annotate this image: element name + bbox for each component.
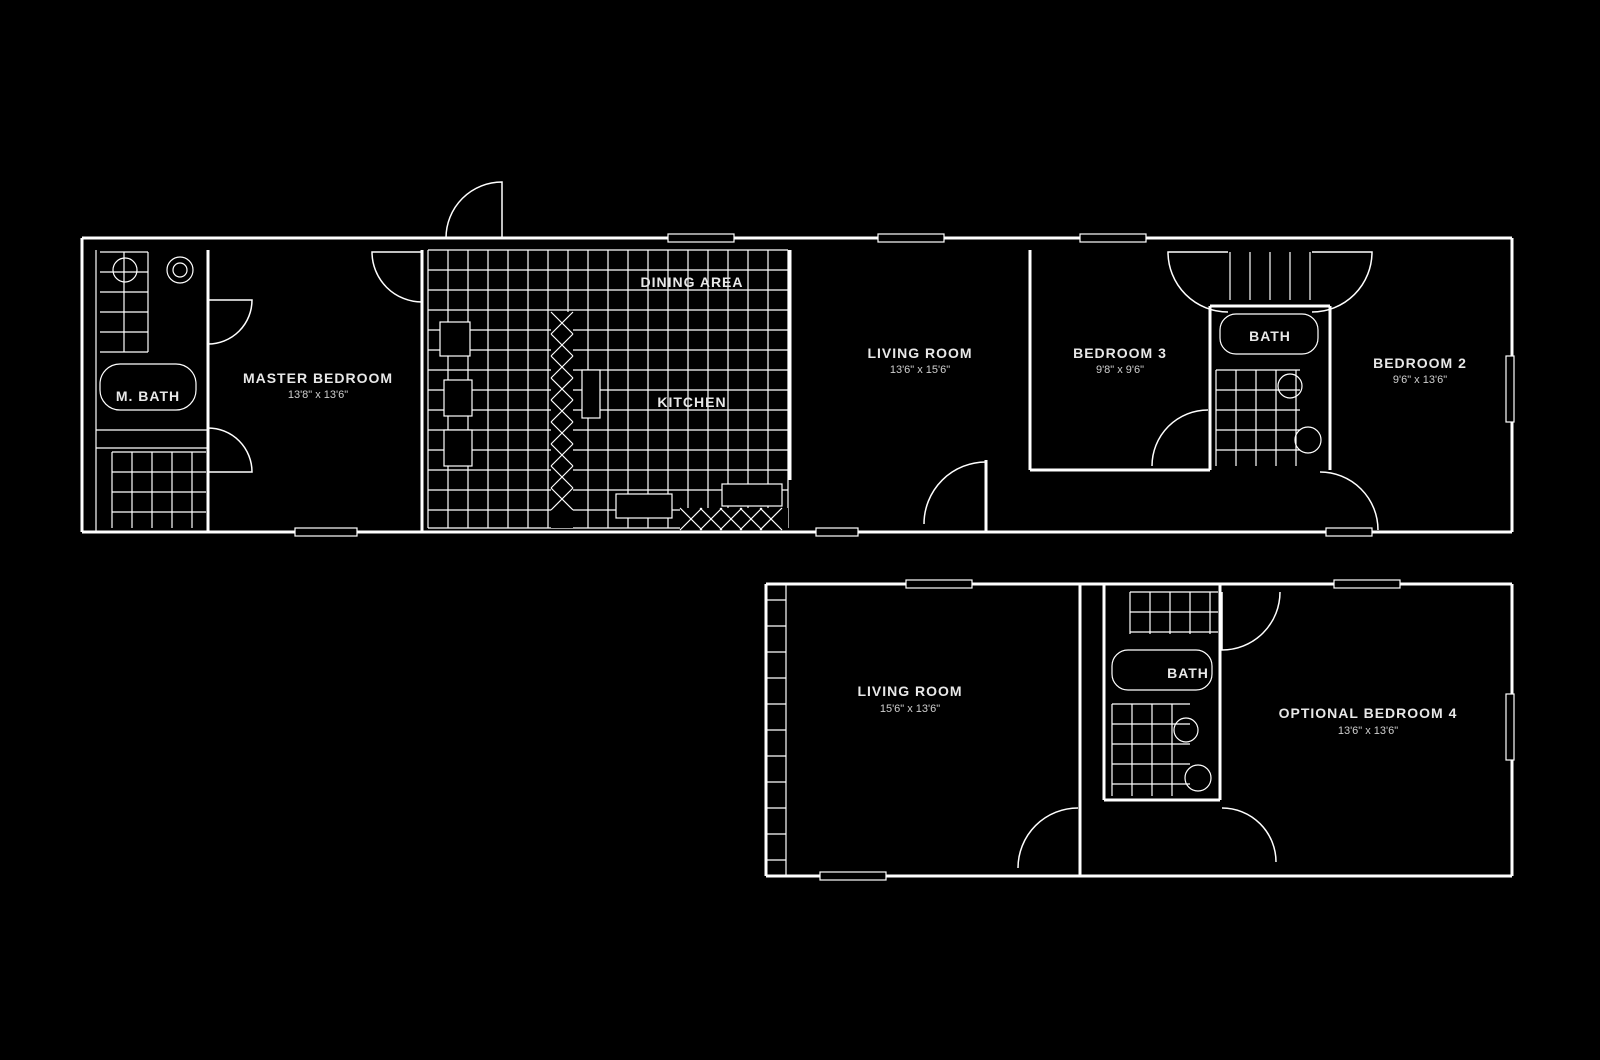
- window-icon: [1505, 693, 1515, 761]
- room-dimensions: 9'8" x 9'6": [1096, 364, 1144, 376]
- window-icon: [667, 233, 735, 243]
- window-icon: [1505, 355, 1515, 423]
- room-dimensions: 13'6" x 13'6": [1338, 725, 1398, 737]
- window-icon: [1333, 579, 1401, 589]
- room-dimensions: 15'6" x 13'6": [880, 703, 940, 715]
- room-dimensions: 9'6" x 13'6": [1393, 374, 1447, 386]
- sink-icon: [1294, 426, 1322, 454]
- window-icon: [1079, 233, 1147, 243]
- door-icon: [1221, 591, 1281, 651]
- master-bath-tiles: [100, 251, 206, 528]
- door-icon: [207, 299, 253, 345]
- door-icon: [1017, 807, 1079, 869]
- room-label: MASTER BEDROOM: [243, 370, 393, 386]
- refrigerator-icon: [439, 321, 471, 357]
- range-icon: [443, 379, 473, 417]
- door-icon: [923, 461, 987, 525]
- island-icon: [581, 369, 601, 419]
- door-icon: [1167, 251, 1229, 313]
- window-icon: [877, 233, 945, 243]
- toilet-icon: [1277, 373, 1303, 399]
- room-label: BEDROOM 2: [1373, 355, 1467, 371]
- room-label: M. BATH: [116, 388, 180, 404]
- kitchen-sink-icon: [615, 493, 673, 519]
- room-label: LIVING ROOM: [857, 683, 962, 699]
- door-icon: [1319, 471, 1379, 531]
- sink-icon: [1184, 764, 1212, 792]
- window-icon: [294, 527, 358, 537]
- dining-kitchen-grid: [427, 249, 789, 531]
- bathtub-icon: [1219, 313, 1319, 355]
- door-icon: [371, 251, 423, 303]
- room-dimensions: 13'8" x 13'6": [288, 389, 348, 401]
- bathtub-icon: [1111, 649, 1213, 691]
- dishwasher-icon: [443, 429, 473, 467]
- window-icon: [815, 527, 859, 537]
- window-icon: [819, 871, 887, 881]
- door-icon: [1221, 807, 1277, 863]
- door-icon: [1151, 409, 1209, 467]
- window-icon: [1325, 527, 1373, 537]
- alternate-plan: BATH LIVING ROOM 15'6" x 13'6" OPTIONAL …: [764, 579, 1515, 881]
- window-icon: [905, 579, 973, 589]
- room-label: LIVING ROOM: [867, 345, 972, 361]
- sink-icon: [166, 256, 194, 284]
- bathtub-icon: [99, 363, 197, 411]
- room-label: KITCHEN: [657, 394, 726, 410]
- room-dimensions: 13'6" x 15'6": [890, 364, 950, 376]
- toilet-icon: [1173, 717, 1199, 743]
- room-label: BATH: [1167, 665, 1209, 681]
- door-icon: [207, 427, 253, 473]
- room-label: BATH: [1249, 328, 1291, 344]
- room-label: DINING AREA: [640, 274, 743, 290]
- toilet-icon: [112, 257, 138, 283]
- room-label: OPTIONAL BEDROOM 4: [1279, 705, 1458, 721]
- door-icon: [1311, 251, 1373, 313]
- main-plan: M. BATH MASTER BEDROOM 13'8" x 13'6" DIN…: [80, 181, 1515, 537]
- entry-door-icon: [445, 181, 503, 239]
- room-label: BEDROOM 3: [1073, 345, 1167, 361]
